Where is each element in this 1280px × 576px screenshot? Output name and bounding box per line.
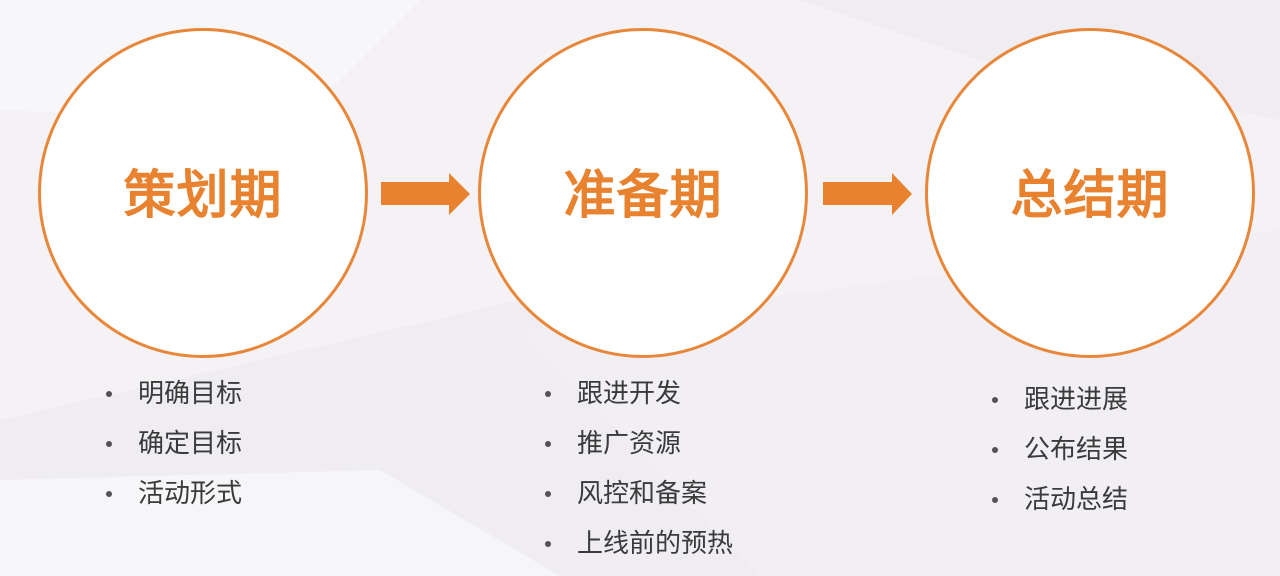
list-item: 推广资源 <box>545 419 733 469</box>
stage-title: 准备期 <box>563 166 723 226</box>
bullet-icon <box>545 491 551 497</box>
arrow-right-icon <box>381 173 470 215</box>
stage-circle-summary: 总结期 <box>925 28 1255 358</box>
stage-title: 策划期 <box>123 166 283 226</box>
list-item: 风控和备案 <box>545 469 733 519</box>
stage-circle-planning: 策划期 <box>38 28 368 358</box>
stage-list-preparation: 跟进开发 推广资源 风控和备案 上线前的预热 <box>545 369 733 569</box>
list-item: 确定目标 <box>106 419 242 469</box>
bullet-icon <box>106 391 112 397</box>
stage-circle-preparation: 准备期 <box>478 28 808 358</box>
list-item: 公布结果 <box>992 425 1128 475</box>
list-item: 跟进开发 <box>545 369 733 419</box>
bullet-icon <box>545 541 551 547</box>
stage-list-summary: 跟进进展 公布结果 活动总结 <box>992 375 1128 525</box>
bullet-icon <box>106 491 112 497</box>
list-item: 活动形式 <box>106 469 242 519</box>
list-item: 上线前的预热 <box>545 519 733 569</box>
stage-list-planning: 明确目标 确定目标 活动形式 <box>106 369 242 519</box>
list-item: 活动总结 <box>992 475 1128 525</box>
bullet-icon <box>992 447 998 453</box>
bullet-icon <box>992 397 998 403</box>
list-item: 明确目标 <box>106 369 242 419</box>
bullet-icon <box>545 391 551 397</box>
list-item: 跟进进展 <box>992 375 1128 425</box>
stage-title: 总结期 <box>1010 166 1170 226</box>
bullet-icon <box>106 441 112 447</box>
bullet-icon <box>545 441 551 447</box>
bullet-icon <box>992 497 998 503</box>
arrow-right-icon <box>823 173 912 215</box>
